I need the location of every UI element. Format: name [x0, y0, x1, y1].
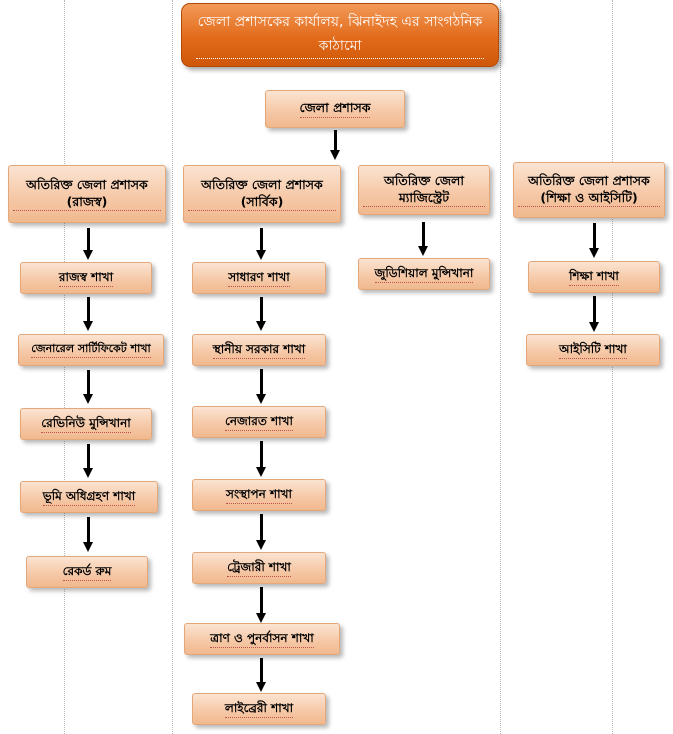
arrow	[256, 369, 267, 404]
branch-box: সংস্থাপন শাখা	[192, 479, 326, 511]
head-revenue: অতিরিক্ত জেলা প্রশাসক (রাজস্ব)	[8, 165, 166, 223]
branch-box: শিক্ষা শাখা	[528, 261, 660, 293]
arrow	[83, 228, 94, 260]
arrow	[83, 444, 94, 478]
head-magistrate: অতিরিক্ত জেলা ম্যাজিস্ট্রেট	[358, 165, 490, 215]
arrow	[83, 517, 94, 552]
chart-title: জেলা প্রশাসকের কার্যালয়, ঝিনাইদহ এর সাং…	[181, 3, 499, 67]
branch-box: রেভিনিউ মুন্সিখানা	[20, 408, 152, 440]
branch-box: আইসিটি শাখা	[526, 334, 660, 366]
branch-box: ভূমি অধিগ্রহণ শাখা	[20, 481, 158, 513]
guide-line	[64, 0, 65, 734]
branch-box: ত্রাণ ও পুনর্বাসন শাখা	[184, 623, 340, 655]
guide-line	[612, 0, 613, 734]
head-education-ict: অতিরিক্ত জেলা প্রশাসক (শিক্ষা ও আইসিটি)	[513, 162, 665, 218]
branch-box: ট্রেজারী শাখা	[192, 552, 326, 584]
branch-box: জুডিশিয়াল মুন্সিখানা	[358, 258, 490, 290]
arrow	[418, 222, 429, 256]
arrow	[256, 514, 267, 550]
arrow	[256, 441, 267, 477]
head-general: অতিরিক্ত জেলা প্রশাসক (সার্বিক)	[183, 165, 341, 223]
branch-box: লাইব্রেরী শাখা	[192, 693, 326, 725]
arrow	[256, 297, 267, 331]
arrow	[589, 296, 600, 332]
guide-line	[500, 0, 501, 734]
arrow	[589, 223, 600, 258]
branch-box: স্থানীয় সরকার শাখা	[192, 334, 326, 366]
arrow	[256, 228, 267, 260]
branch-box: সাধারণ শাখা	[192, 262, 326, 294]
branch-box: রাজস্ব শাখা	[20, 262, 152, 294]
arrow	[83, 297, 94, 331]
branch-box: নেজারত শাখা	[192, 406, 326, 438]
branch-box: রেকর্ড রুম	[26, 556, 148, 588]
guide-line	[172, 0, 173, 734]
branch-box: জেনারেল সার্টিফিকেট শাখা	[18, 334, 164, 366]
arrow	[256, 587, 267, 623]
arrow	[256, 658, 267, 692]
root-box: জেলা প্রশাসক	[265, 90, 405, 128]
arrow	[83, 370, 94, 404]
arrow-root	[330, 130, 341, 160]
